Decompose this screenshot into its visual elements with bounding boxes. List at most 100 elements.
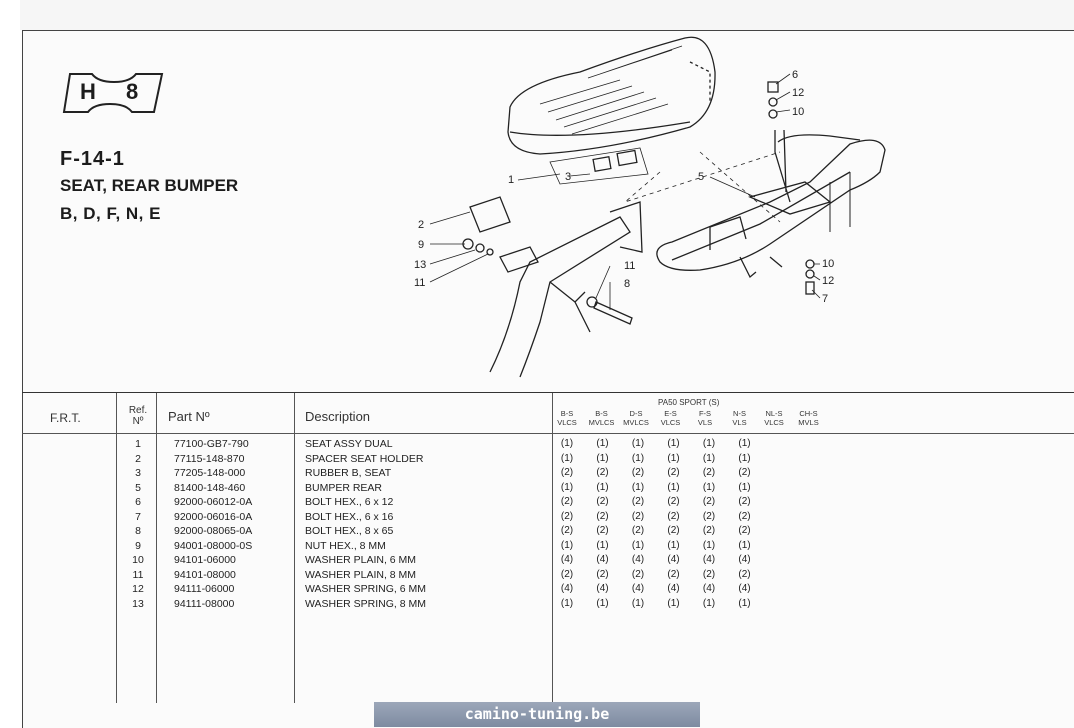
row-part-number: 77205-148-000 (174, 467, 246, 479)
seat-drawing (507, 36, 716, 155)
row-quantity: (1) (560, 539, 574, 551)
model-header-line2: VLS (697, 418, 713, 427)
row-quantity: (2) (560, 467, 574, 478)
row-part-number: 77100-GB7-790 (174, 438, 249, 450)
row-quantity: (2) (631, 496, 645, 507)
row-quantity: (2) (596, 467, 609, 478)
row-quantity: (1) (560, 481, 574, 493)
row-quantity: (1) (702, 481, 716, 493)
row-quantity: (1) (667, 438, 680, 449)
model-header-line1: D-S (629, 409, 643, 418)
figure-models: B, D, F, N, E (60, 204, 161, 223)
row-quantity: (1) (738, 597, 751, 609)
callout-7: 7 (822, 293, 828, 305)
row-quantity: (2) (738, 525, 751, 536)
row-quantity: (2) (702, 568, 716, 580)
row-ref-number: 5 (135, 481, 141, 494)
row-quantity: (1) (702, 438, 716, 449)
row-quantity: (1) (596, 438, 609, 449)
col-divider (156, 393, 157, 703)
row-quantity: (1) (631, 481, 645, 493)
model-header-line2: VLCS (557, 418, 577, 427)
row-quantity: (2) (667, 467, 680, 478)
row-quantity: (2) (702, 496, 716, 507)
row-quantity: (4) (631, 554, 645, 565)
model-header-line2: VLCS (764, 418, 784, 427)
row-quantity: (1) (667, 539, 680, 551)
col-header-frt: F.R.T. (50, 411, 81, 425)
row-quantity: (4) (702, 583, 716, 594)
row-quantity: (2) (738, 467, 751, 478)
row-quantity: (4) (560, 554, 574, 565)
row-quantity: (1) (667, 597, 680, 609)
model-header-line2: VLS (732, 418, 747, 427)
row-quantity: (2) (738, 568, 751, 580)
row-quantity: (2) (702, 467, 716, 478)
row-ref-number: 11 (132, 568, 144, 581)
row-quantity: (2) (702, 510, 716, 522)
row-quantity: (1) (631, 452, 645, 464)
row-quantity: (4) (738, 554, 751, 565)
col-header-part: Part Nº (168, 409, 210, 424)
model-header-line2: MVLCS (588, 418, 615, 427)
callout-leaders (429, 73, 821, 310)
header-divider (22, 433, 1074, 434)
row-part-number: 77115-148-870 (174, 452, 245, 465)
row-description: NUT HEX., 8 MM (305, 539, 386, 552)
model-header-line2: MVLCS (623, 418, 649, 427)
row-quantity: (1) (738, 452, 751, 464)
callout-12-bottom: 12 (822, 275, 834, 287)
model-header-line1: F-S (698, 409, 712, 418)
row-quantity: (1) (596, 597, 609, 609)
col-divider (552, 393, 553, 703)
model-header-line1: NL-S (765, 409, 783, 418)
row-quantity: (4) (596, 583, 609, 594)
row-quantity: (1) (631, 597, 645, 609)
row-quantity: (2) (738, 496, 751, 507)
row-quantity: (4) (738, 583, 751, 594)
row-ref-number: 10 (132, 554, 144, 566)
row-quantity: (1) (738, 481, 751, 493)
row-ref-number: 9 (135, 539, 141, 552)
row-quantity: (4) (667, 554, 680, 565)
row-quantity: (2) (631, 510, 645, 522)
section-number: 8 (126, 79, 139, 104)
callout-1: 1 (508, 174, 514, 186)
row-quantity: (2) (667, 496, 680, 507)
col-header-ref-line2: Nº (132, 416, 144, 427)
row-quantity: (1) (596, 539, 609, 551)
model-header-line1: E-S (664, 409, 677, 418)
row-quantity: (1) (631, 539, 645, 551)
row-part-number: 92000-06016-0A (174, 510, 253, 523)
model-group-title: PA50 SPORT (S) (658, 398, 720, 407)
row-description: WASHER SPRING, 8 MM (305, 597, 426, 610)
row-quantity: (1) (560, 597, 574, 609)
section-letter: H (80, 79, 96, 104)
model-header-line1: CH-S (799, 409, 818, 418)
callout-10-bottom: 10 (822, 258, 834, 270)
row-quantity: (2) (667, 525, 680, 536)
row-description: WASHER SPRING, 6 MM (305, 583, 426, 595)
col-header-description: Description (305, 409, 371, 424)
figure-code: F-14-1 (60, 148, 125, 170)
row-quantity: (2) (631, 525, 645, 536)
row-part-number: 94101-08000 (174, 568, 236, 581)
row-quantity: (4) (667, 583, 680, 594)
row-quantity: (2) (667, 568, 680, 580)
row-ref-number: 2 (135, 452, 141, 465)
row-part-number: 92000-06012-0A (174, 496, 253, 508)
row-description: SPACER SEAT HOLDER (305, 452, 424, 465)
row-quantity: (2) (702, 525, 716, 536)
row-ref-number: 6 (135, 496, 141, 508)
callout-5: 5 (698, 171, 704, 183)
col-header-ref: Ref. Nº (126, 405, 150, 427)
